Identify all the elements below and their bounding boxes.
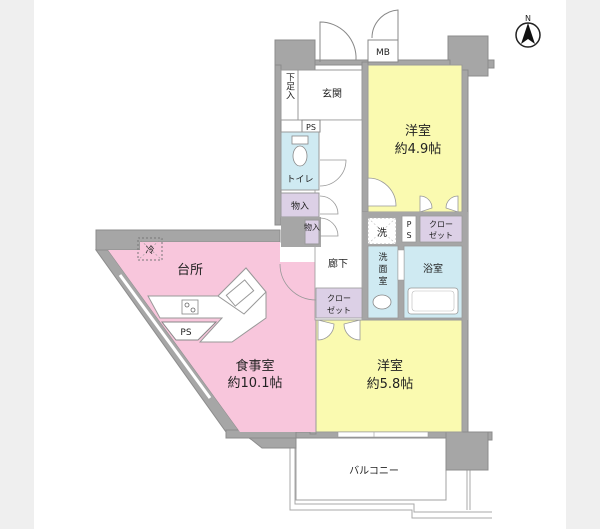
ps-toilet: PS	[301, 119, 321, 133]
balcony: バルコニー	[295, 437, 447, 501]
dining-room-size: 約10.1帖	[228, 376, 283, 391]
western-room-south-closet-doors[interactable]	[317, 319, 361, 341]
right-margin-band	[566, 0, 600, 529]
toilet-bowl-icon	[292, 145, 308, 167]
storage-1-label: 物入	[291, 200, 309, 212]
balcony-window[interactable]	[337, 431, 429, 438]
left-margin-band	[0, 0, 34, 529]
toilet-room: トイレ	[280, 131, 320, 191]
compass-label: N	[525, 14, 531, 23]
fridge-label: 冷	[145, 244, 154, 256]
closet-hall-label-1: クロー	[327, 294, 351, 303]
storage-2: 物入	[281, 217, 321, 247]
ps-kitchen-label: PS	[180, 328, 191, 338]
closet-north-label-2: ゼット	[429, 230, 453, 240]
western-room-south-size: 約5.8帖	[367, 377, 414, 392]
storage-doors[interactable]	[319, 195, 339, 237]
closet-north: クロー ゼット	[419, 215, 463, 243]
ps-bath: P S	[401, 215, 417, 243]
entrance-label: 玄関	[322, 87, 342, 100]
bathroom-label: 浴室	[423, 262, 443, 275]
toilet-door[interactable]	[319, 159, 347, 187]
meter-box-label: MB	[376, 48, 390, 58]
western-room-north-size: 約4.9帖	[395, 142, 442, 157]
storage-1: 物入	[280, 192, 320, 218]
dining-room-label: 食事室	[235, 358, 274, 374]
entrance-door[interactable]	[319, 9, 399, 63]
bathroom: 浴室	[403, 245, 463, 319]
kitchen-counter: PS	[147, 267, 267, 343]
western-room-south-label: 洋室	[377, 358, 403, 374]
compass-north-icon: N	[515, 14, 541, 48]
shoe-storage	[280, 69, 299, 121]
washer-space: 洗	[367, 217, 397, 245]
kitchen-label: 台所	[177, 263, 203, 278]
hallway-label: 廊下	[328, 257, 348, 270]
washroom: 洗 面 室	[367, 245, 399, 319]
stove-icon	[181, 299, 199, 315]
bathroom-door[interactable]	[397, 249, 405, 281]
sink-icon	[225, 279, 255, 307]
ps-bath-s: S	[406, 231, 411, 240]
balcony-label: バルコニー	[349, 465, 399, 477]
ps-bath-p: P	[407, 220, 412, 229]
closet-north-label-1: クロー	[429, 220, 453, 229]
dining-door[interactable]	[279, 263, 317, 301]
closet-hall: クロー ゼット	[315, 287, 363, 319]
wash-basin-icon	[372, 294, 392, 310]
bathtub-icon	[407, 287, 459, 315]
ps-toilet-label: PS	[306, 123, 316, 132]
washroom-label-1: 洗	[378, 251, 387, 263]
toilet-tank-icon	[291, 135, 309, 145]
storage-2-label: 物入	[304, 222, 320, 232]
closet-hall-label-2: ゼット	[327, 305, 351, 315]
western-room-north-doors[interactable]	[367, 177, 459, 213]
western-room-south: 洋室 約5.8帖	[315, 319, 463, 433]
washroom-label-3: 室	[378, 275, 387, 287]
washroom-label-2: 面	[378, 264, 387, 275]
balcony-railing	[289, 440, 492, 519]
toilet-label: トイレ	[286, 175, 313, 185]
shoe-storage-label: 下足入	[284, 73, 295, 100]
washer-label: 洗	[377, 227, 387, 239]
entrance-hall: 下足入 玄関 廊下	[280, 69, 363, 321]
fridge-space: 冷	[137, 237, 163, 261]
western-room-north-label: 洋室	[405, 123, 431, 139]
